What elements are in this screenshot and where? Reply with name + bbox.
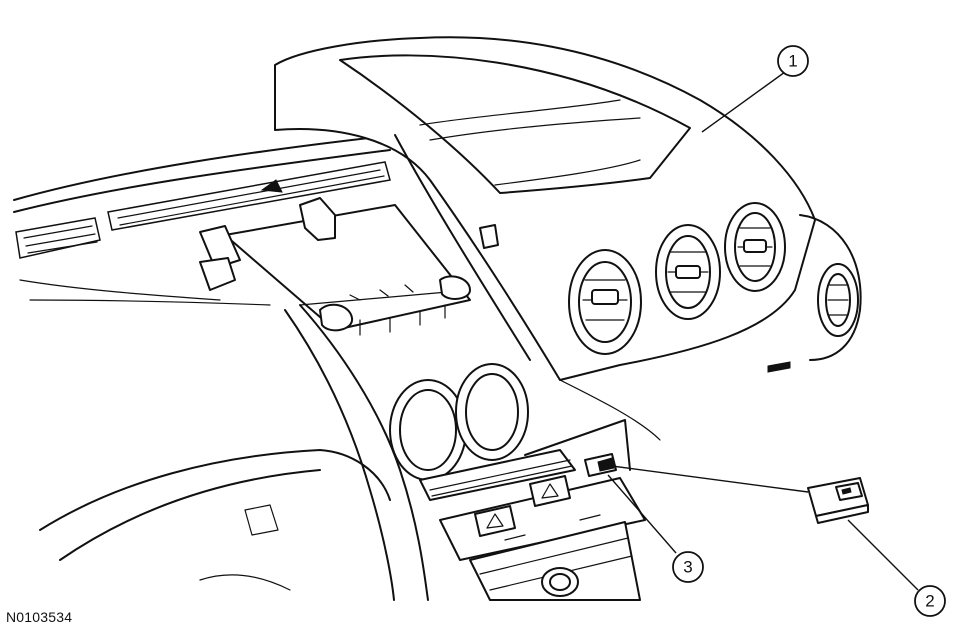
dash-top	[13, 134, 396, 306]
defroster-grille-left	[15, 217, 101, 259]
clips	[199, 197, 499, 332]
vent-center	[655, 224, 721, 320]
callout-2: 2	[914, 585, 946, 617]
center-stack	[419, 419, 646, 601]
panel-curve	[284, 134, 661, 601]
removed-switch	[807, 477, 869, 524]
callout-3-number: 3	[683, 558, 692, 577]
callout-3: 3	[672, 551, 704, 583]
emblem	[767, 361, 791, 373]
door-trim	[39, 449, 391, 591]
gauge-right	[455, 363, 529, 461]
figure-id: N0103534	[6, 609, 73, 625]
callout-1-number: 1	[788, 52, 797, 71]
vent-left	[568, 249, 642, 355]
leader-lines	[607, 71, 919, 591]
switch-opening	[584, 453, 617, 477]
vent-right	[724, 202, 786, 292]
cluster-hood	[274, 36, 816, 381]
callout-2-number: 2	[925, 592, 934, 611]
gauge-left	[389, 379, 467, 481]
callout-1: 1	[777, 45, 809, 77]
defroster-grille-center	[107, 161, 391, 231]
vent-far-right	[799, 214, 862, 361]
